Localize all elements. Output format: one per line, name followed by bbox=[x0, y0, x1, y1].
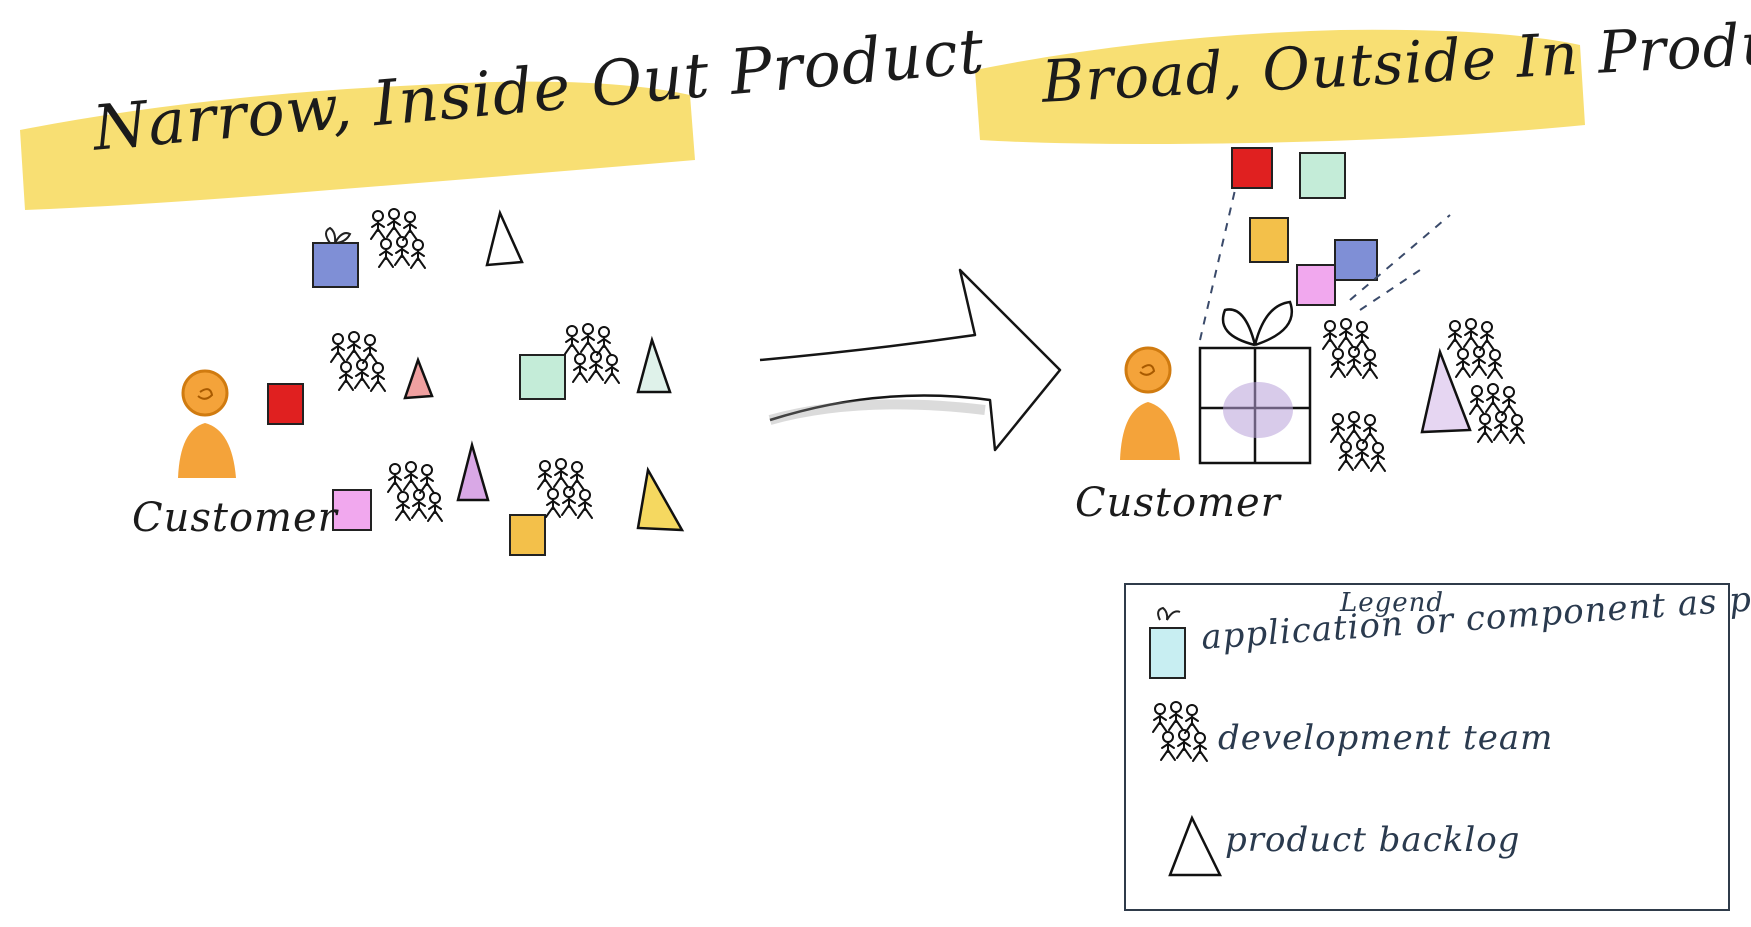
customer-right-figure bbox=[1120, 346, 1180, 460]
legend-item-backlog-label: product backlog bbox=[1225, 820, 1521, 860]
legend-title: Legend bbox=[1340, 588, 1445, 618]
blue-product-icon bbox=[312, 226, 359, 288]
legend-backlog-icon bbox=[1168, 814, 1223, 877]
left-title-highlight bbox=[20, 81, 695, 211]
backlog-icon-pink bbox=[456, 440, 490, 502]
team-icon-green bbox=[565, 324, 619, 383]
left-customer-label: Customer bbox=[132, 495, 338, 541]
team-icon-right-4 bbox=[1470, 384, 1524, 443]
pink-product-icon bbox=[332, 489, 372, 531]
backlog-icon-red bbox=[403, 356, 434, 400]
legend-box bbox=[1124, 583, 1730, 911]
right-customer-label: Customer bbox=[1075, 480, 1281, 526]
team-icon-right-2 bbox=[1331, 412, 1385, 471]
right-title-highlight bbox=[975, 29, 1585, 144]
customer-left-figure bbox=[178, 369, 236, 478]
team-icon-red bbox=[331, 332, 385, 391]
large-product-gift-icon bbox=[1198, 300, 1312, 465]
floating-yellow-box bbox=[1249, 217, 1289, 263]
yellow-product-icon bbox=[509, 514, 546, 556]
transition-arrow bbox=[759, 268, 1062, 452]
backlog-icon-top bbox=[485, 209, 524, 267]
team-icon-pink bbox=[388, 462, 442, 521]
team-icon-right-1 bbox=[1323, 319, 1377, 378]
dashed-connector-lines bbox=[1199, 189, 1451, 341]
backlog-icon-right bbox=[1420, 347, 1472, 434]
legend-gift-icon bbox=[1149, 606, 1186, 679]
backlog-icon-green bbox=[636, 335, 672, 394]
floating-pink-box bbox=[1296, 264, 1336, 306]
floating-red-box bbox=[1231, 147, 1273, 189]
legend-item-team-label: development team bbox=[1218, 718, 1554, 758]
team-icon-yellow bbox=[538, 459, 592, 518]
team-icon-right-3 bbox=[1448, 319, 1502, 378]
backlog-icon-yellow bbox=[636, 466, 685, 532]
floating-blue-box bbox=[1334, 239, 1378, 281]
green-product-icon bbox=[519, 354, 566, 400]
team-icon-top bbox=[371, 209, 425, 268]
red-product-icon bbox=[267, 383, 304, 425]
floating-green-box bbox=[1299, 152, 1346, 199]
